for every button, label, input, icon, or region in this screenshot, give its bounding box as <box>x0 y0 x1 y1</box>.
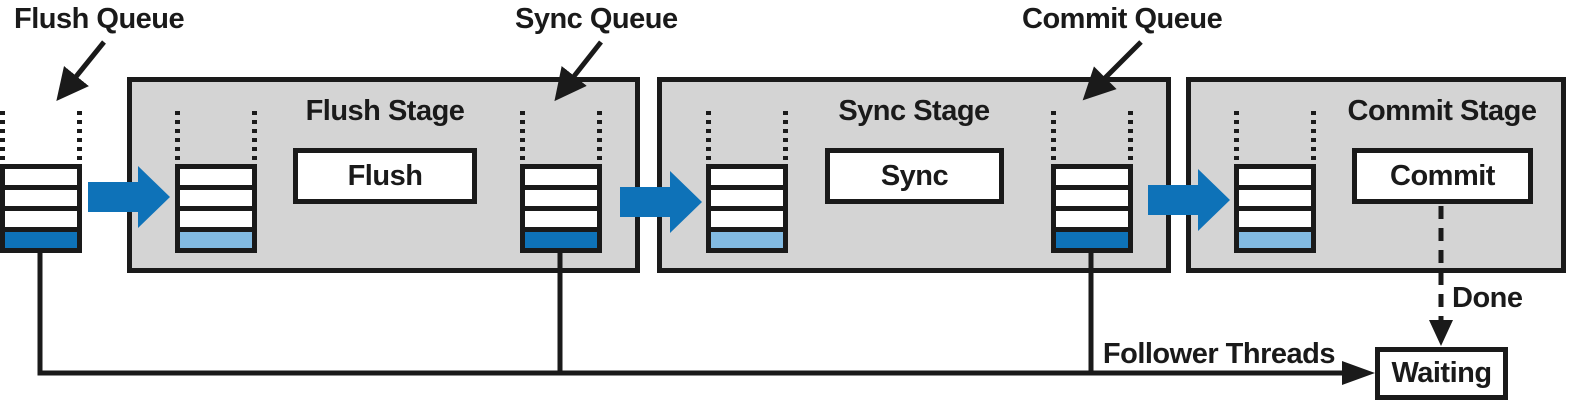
queue-riser <box>1234 111 1239 163</box>
queue-cell <box>1056 169 1128 185</box>
queue-cell <box>180 169 252 185</box>
queue-cell-filled <box>5 232 77 248</box>
done-arrowhead <box>1429 320 1453 346</box>
sync-queue-stack <box>520 164 602 253</box>
queue-riser <box>77 111 82 163</box>
queue-cell <box>1239 211 1311 227</box>
flush-queue-label: Flush Queue <box>14 3 185 35</box>
flush-stage-inner-queue-stack <box>175 164 257 253</box>
queue-cell <box>180 211 252 227</box>
done-label: Done <box>1452 282 1523 314</box>
queue-riser <box>597 111 602 163</box>
queue-riser <box>520 111 525 163</box>
sync-stage-title: Sync Stage <box>838 95 990 127</box>
flush-queue-stack <box>0 164 82 253</box>
queue-cell <box>525 211 597 227</box>
flush-stage-title: Flush Stage <box>305 95 465 127</box>
commit-queue-stack <box>1051 164 1133 253</box>
flush-operation-box: Flush <box>293 148 477 204</box>
queue-cell <box>711 190 783 206</box>
commit-operation-label: Commit <box>1390 159 1495 192</box>
queue-cell <box>5 169 77 185</box>
waiting-box: Waiting <box>1375 347 1508 400</box>
queue-cell <box>180 190 252 206</box>
queue-cell <box>5 211 77 227</box>
sync-operation-label: Sync <box>880 159 949 192</box>
commit-stage-title: Commit Stage <box>1347 95 1537 127</box>
queue-riser <box>252 111 257 163</box>
queue-riser <box>1051 111 1056 163</box>
queue-cell <box>5 190 77 206</box>
queue-riser <box>783 111 788 163</box>
queue-cell <box>1239 190 1311 206</box>
queue-cell <box>1239 169 1311 185</box>
queue-cell <box>525 169 597 185</box>
queue-cell <box>1056 190 1128 206</box>
waiting-label: Waiting <box>1391 357 1492 389</box>
queue-riser <box>706 111 711 163</box>
commit-operation-box: Commit <box>1352 148 1533 204</box>
queue-cell-filled <box>180 232 252 248</box>
queue-riser <box>175 111 180 163</box>
flush-operation-label: Flush <box>347 159 423 192</box>
queue-cell <box>525 190 597 206</box>
queue-cell <box>711 211 783 227</box>
follower-threads-label: Follower Threads <box>1102 338 1336 370</box>
sync-stage-inner-queue-stack <box>706 164 788 253</box>
queue-riser <box>0 111 5 163</box>
commit-queue-label: Commit Queue <box>1022 3 1223 35</box>
queue-riser <box>1128 111 1133 163</box>
queue-cell-filled <box>525 232 597 248</box>
queue-cell <box>711 169 783 185</box>
sync-queue-label: Sync Queue <box>515 3 678 35</box>
follower-threads-arrowhead <box>1342 361 1375 385</box>
flush-queue-callout-arrow <box>56 40 106 102</box>
sync-operation-box: Sync <box>825 148 1004 204</box>
queue-cell-filled <box>1056 232 1128 248</box>
queue-riser <box>1311 111 1316 163</box>
queue-cell-filled <box>1239 232 1311 248</box>
queue-cell <box>1056 211 1128 227</box>
commit-stage-inner-queue-stack <box>1234 164 1316 253</box>
queue-cell-filled <box>711 232 783 248</box>
